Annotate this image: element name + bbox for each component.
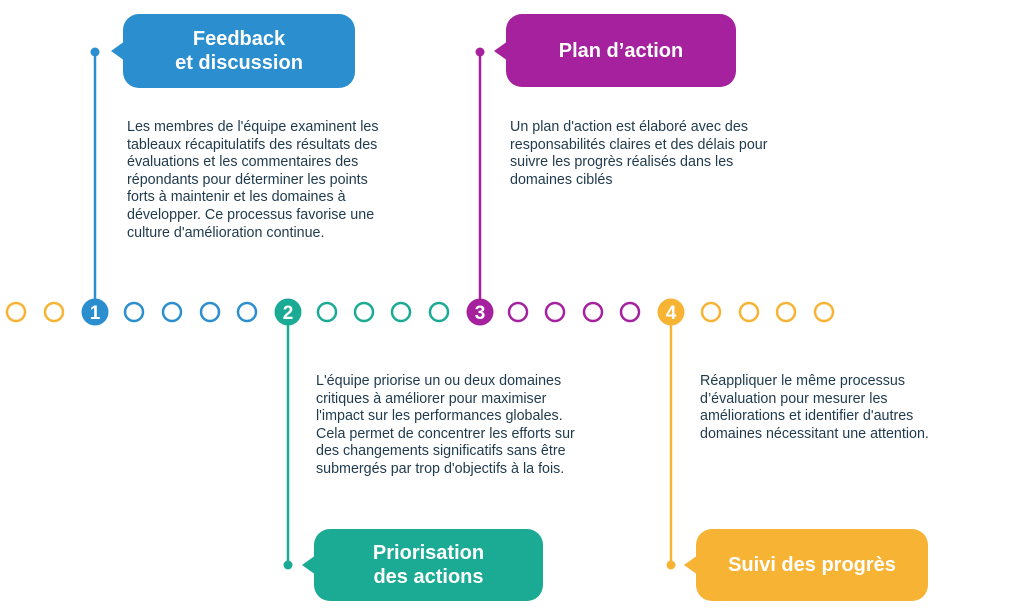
timeline-ring	[428, 301, 450, 323]
step-2-number: 2	[283, 303, 294, 324]
bubble-pointer	[494, 40, 508, 61]
step-3-marker	[466, 298, 494, 326]
timeline-ring	[390, 301, 412, 323]
step-3-title-bubble: Plan d’action	[494, 14, 736, 87]
timeline-ring	[199, 301, 221, 323]
step-1-title: Feedback et discussion	[175, 28, 303, 74]
timeline-ring	[43, 301, 65, 323]
timeline-ring	[353, 301, 375, 323]
timeline-ring	[161, 301, 183, 323]
step-2-title-bubble: Priorisation des actions	[302, 529, 543, 601]
step-4-marker	[657, 298, 685, 326]
bubble-pointer	[302, 555, 316, 575]
step-2-title: Priorisation des actions	[372, 542, 485, 588]
step-4-title-bubble: Suivi des progrès	[684, 529, 928, 601]
timeline-ring	[775, 301, 797, 323]
step-4-description: Réappliquer le même processus d’évaluati…	[700, 373, 929, 442]
step-3-connector-dot	[475, 47, 485, 57]
step-4-title: Suivi des progrès	[728, 554, 896, 576]
step-1-title-bubble: Feedback et discussion	[111, 14, 355, 88]
step-3-title: Plan d’action	[558, 39, 684, 62]
step-3-number: 3	[475, 303, 486, 324]
timeline-ring	[5, 301, 27, 323]
timeline-ring	[700, 301, 722, 323]
timeline-ring	[123, 301, 145, 323]
step-2-description: L'équipe priorise un ou deux domaines cr…	[316, 373, 575, 477]
bubble-pointer	[684, 555, 698, 575]
timeline-ring	[316, 301, 338, 323]
step-1-description: Les membres de l'équipe examinent les ta…	[127, 119, 379, 241]
step-2-connector-dot	[283, 560, 293, 570]
step-1-connector-dot	[90, 47, 100, 57]
timeline-ring	[813, 301, 835, 323]
step-1-number: 1	[90, 303, 101, 324]
step-1-marker	[81, 298, 109, 326]
timeline-ring	[738, 301, 760, 323]
timeline-ring	[507, 301, 529, 323]
timeline-ring	[544, 301, 566, 323]
step-4-connector-dot	[666, 560, 676, 570]
step-2-marker	[274, 298, 302, 326]
timeline-ring	[236, 301, 258, 323]
bubble-pointer	[111, 41, 125, 61]
timeline-ring	[582, 301, 604, 323]
timeline-ring	[619, 301, 641, 323]
step-3-description: Un plan d'action est élaboré avec des re…	[510, 119, 768, 188]
step-4-number: 4	[666, 303, 677, 324]
